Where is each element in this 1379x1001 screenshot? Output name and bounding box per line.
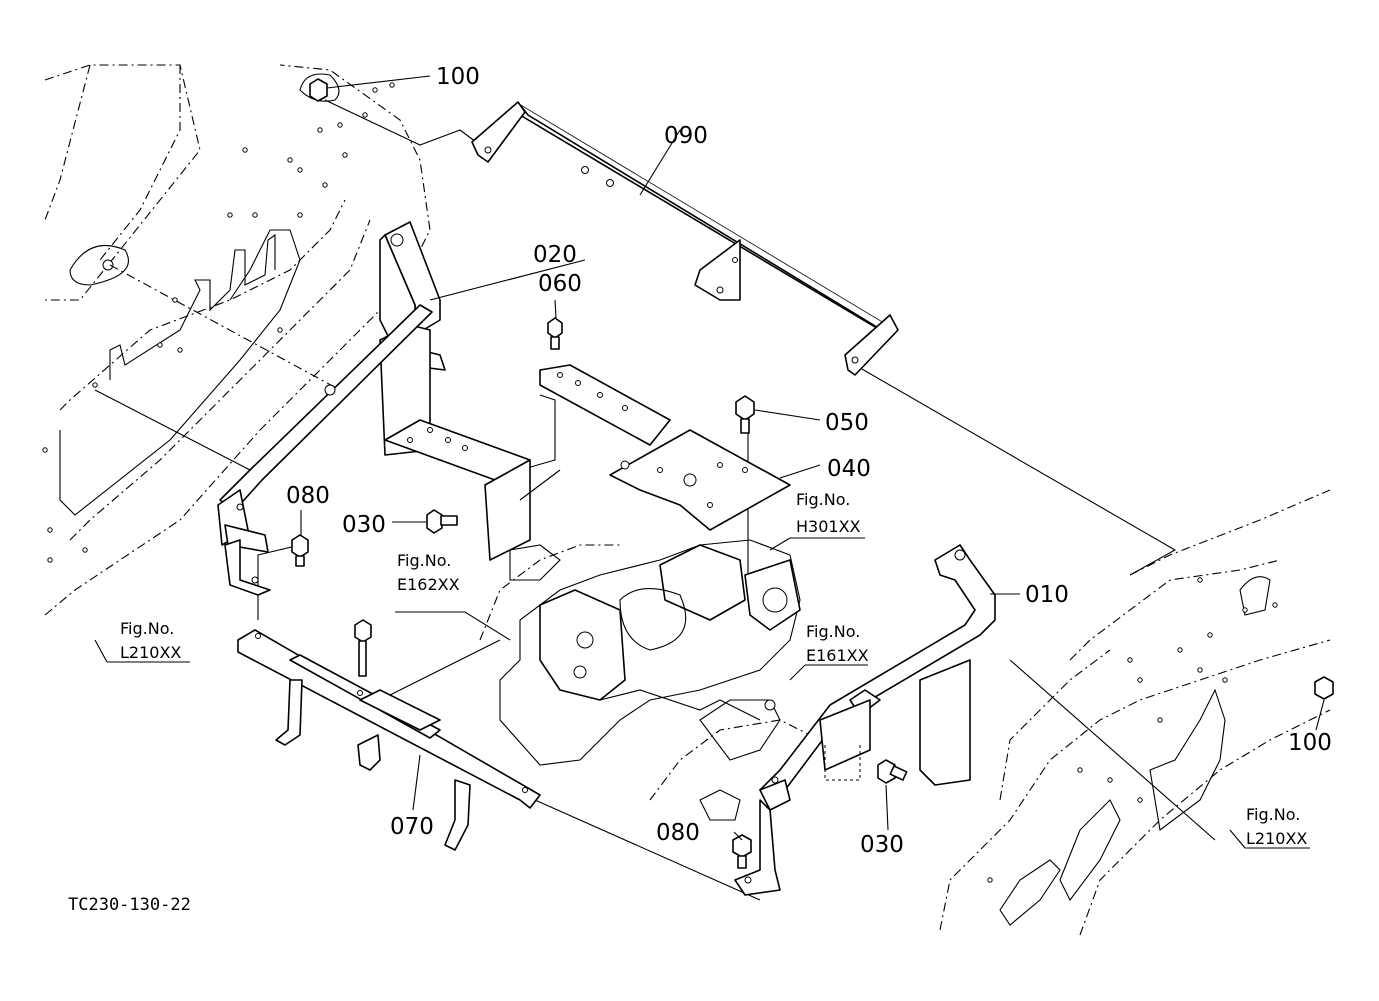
- part-040-plate: [539, 364, 791, 531]
- part-010-bracket: [734, 544, 996, 896]
- callout-080-left: 080: [286, 483, 330, 509]
- figref-e162-label: Fig.No.: [397, 551, 451, 570]
- bolt-030-bottom: [877, 759, 908, 784]
- figref-e161-code: E161XX: [806, 646, 869, 665]
- bolt-080-left: [291, 534, 309, 567]
- part-070-crossbar: [237, 629, 541, 851]
- bolt-100-right: [1314, 676, 1334, 700]
- figref-h301-label: Fig.No.: [796, 490, 850, 509]
- part-020-bracket: [217, 221, 531, 596]
- callout-080-bottom: 080: [656, 820, 700, 846]
- callout-020: 020: [533, 242, 577, 268]
- figref-l210-right-code: L210XX: [1246, 829, 1307, 848]
- callout-010: 010: [1025, 582, 1069, 608]
- bolt-070-upright: [354, 619, 372, 677]
- callout-100-top: 100: [436, 64, 480, 90]
- callout-090: 090: [664, 123, 708, 149]
- callout-030-bottom: 030: [860, 832, 904, 858]
- transmission-housing: [479, 469, 821, 821]
- bolt-030-left: [426, 509, 458, 534]
- callout-040: 040: [827, 456, 871, 482]
- diagram-code: TC230-130-22: [68, 895, 191, 915]
- bolt-050: [735, 395, 755, 434]
- bolt-100-top: [309, 78, 328, 102]
- figref-l210-left-label: Fig.No.: [120, 619, 174, 638]
- bolt-080-bottom: [732, 834, 752, 869]
- callout-070: 070: [390, 814, 434, 840]
- callout-100-right: 100: [1288, 730, 1332, 756]
- figref-e161-label: Fig.No.: [806, 622, 860, 641]
- bolt-060: [547, 317, 563, 350]
- callout-060: 060: [538, 271, 582, 297]
- callout-030-left: 030: [342, 512, 386, 538]
- callout-050: 050: [825, 410, 869, 436]
- figref-l210-left-code: L210XX: [120, 643, 181, 662]
- figref-l210-right-label: Fig.No.: [1246, 805, 1300, 824]
- right-fender: [939, 489, 1331, 936]
- figref-h301-code: H301XX: [796, 517, 861, 536]
- leader-lines: [300, 75, 1325, 841]
- figure-ref-leaders: [94, 537, 1310, 849]
- part-090-crossbar: [471, 101, 899, 376]
- assembly-lines: [94, 99, 1216, 901]
- figref-e162-code: E162XX: [397, 575, 460, 594]
